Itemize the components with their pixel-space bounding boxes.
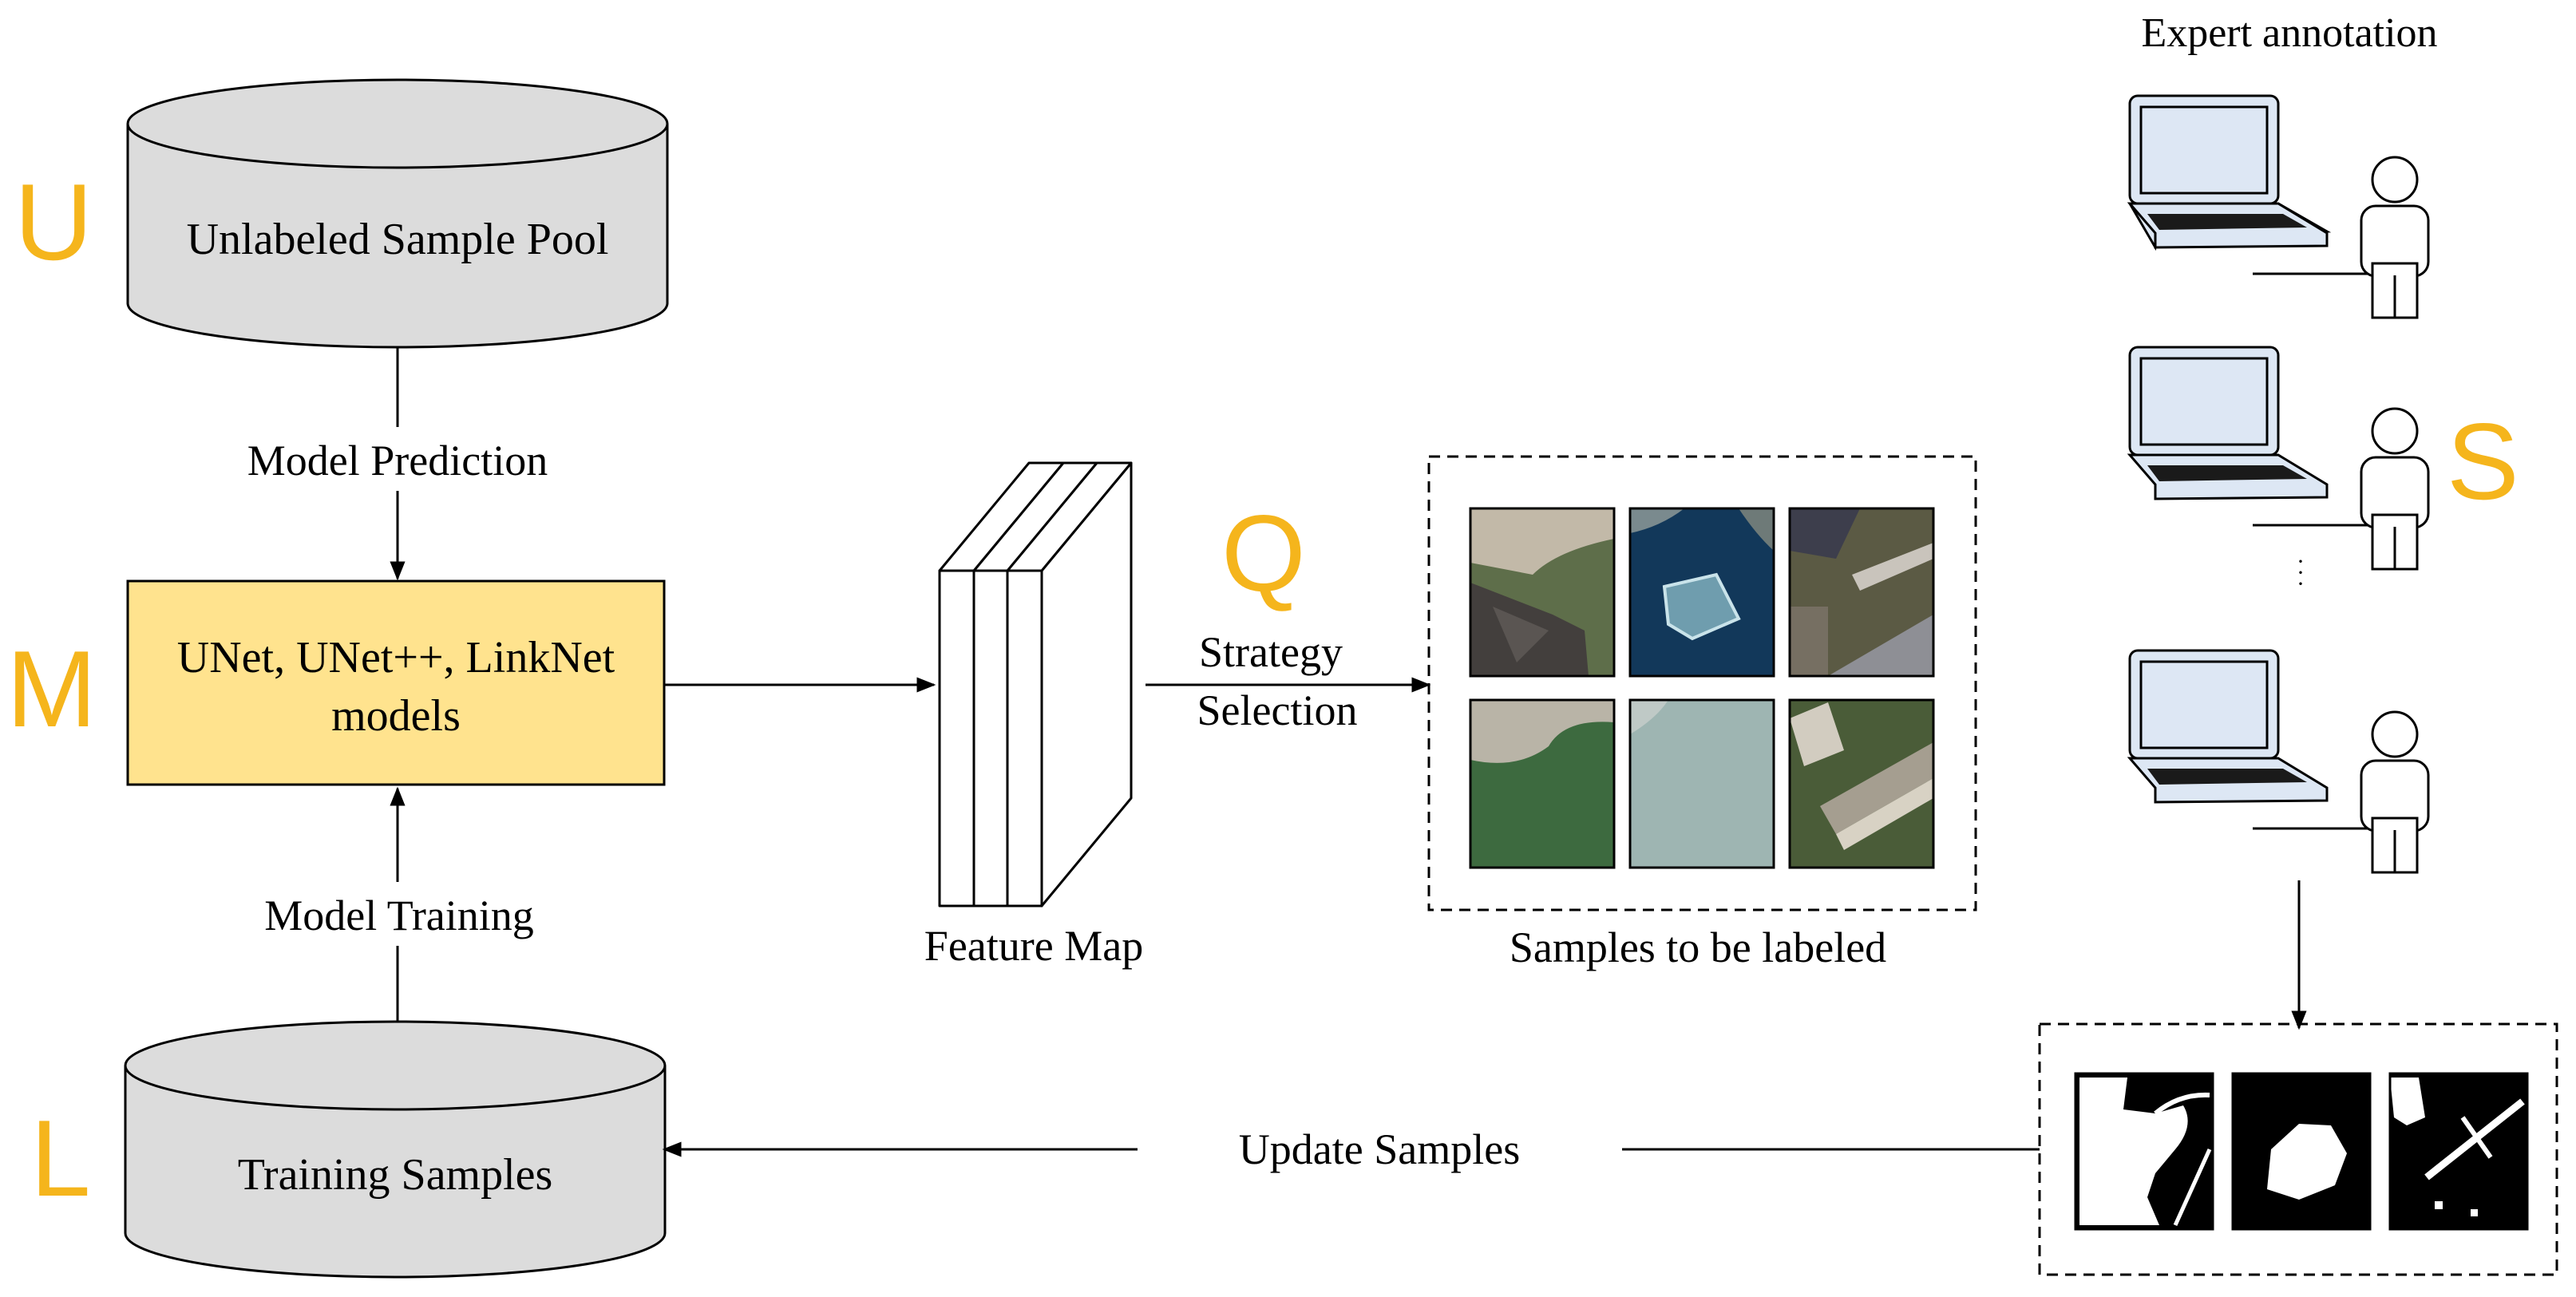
aerial-tile-6: [1788, 698, 1935, 869]
svg-text:·: ·: [2297, 560, 2305, 586]
model-training-label-bg: [231, 882, 564, 946]
expert-station-1: [2127, 94, 2430, 319]
expert-station-2: [2127, 346, 2430, 571]
laptop-icon: [2127, 94, 2332, 251]
letter-m: M: [6, 628, 97, 749]
person-icon: [2360, 407, 2430, 571]
laptop-icon: [2127, 649, 2329, 804]
letter-l: L: [30, 1097, 91, 1219]
expert-station-3: [2127, 649, 2430, 874]
samples-to-label-frame: [1427, 455, 1977, 911]
feature-map-stack-icon: [938, 461, 1133, 908]
mask-tile-3: [2388, 1072, 2529, 1231]
aerial-tile-3: [1788, 507, 1935, 678]
aerial-tile-1: [1469, 507, 1616, 678]
training-samples-database: Training Samples: [124, 1020, 667, 1279]
model-prediction-label: Model Prediction: [247, 437, 548, 484]
aerial-tile-4: [1469, 698, 1616, 869]
samples-to-label-caption: Samples to be labeled: [1510, 923, 1886, 971]
unlabeled-pool-database: Unlabeled Sample Pool: [126, 78, 669, 349]
letter-u: U: [14, 161, 93, 283]
person-icon: [2360, 156, 2430, 319]
mask-tile-1: [2074, 1072, 2214, 1231]
strategy-selection-line2: Selection: [1197, 686, 1358, 734]
expert-annotation-label: Expert annotation: [2141, 10, 2437, 56]
models-label-line1: UNet, UNet++, LinkNet: [177, 633, 615, 682]
unlabeled-pool-label: Unlabeled Sample Pool: [187, 215, 609, 264]
svg-text:·: ·: [2297, 548, 2305, 575]
svg-text:·: ·: [2297, 571, 2305, 597]
update-samples-label: Update Samples: [1239, 1125, 1520, 1173]
aerial-tile-5: [1628, 698, 1775, 869]
more-experts-ellipsis: · · ·: [2297, 548, 2305, 597]
laptop-icon: [2127, 346, 2329, 500]
feature-map-label: Feature Map: [924, 922, 1143, 970]
models-box: UNet, UNet++, LinkNet models: [126, 579, 666, 786]
training-samples-label: Training Samples: [238, 1150, 553, 1200]
mask-tile-2: [2231, 1072, 2372, 1231]
aerial-tile-2: [1628, 507, 1775, 678]
model-prediction-label-bg: [216, 427, 580, 491]
person-icon: [2360, 710, 2430, 874]
letter-q: Q: [1221, 492, 1306, 614]
model-training-label: Model Training: [264, 892, 534, 939]
labeled-masks-frame: [2038, 1022, 2558, 1276]
letter-s: S: [2447, 401, 2519, 522]
models-label-line2: models: [331, 691, 461, 741]
strategy-selection-line1: Strategy: [1199, 628, 1343, 676]
